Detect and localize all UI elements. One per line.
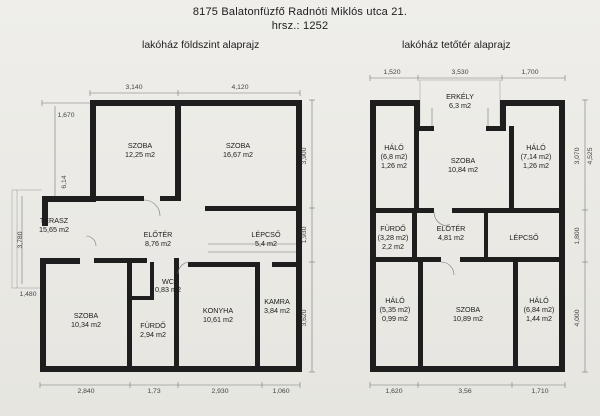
ground-room-szoba3-name: SZOBA	[74, 311, 99, 320]
attic-room-furdo-area: 2,2 m2	[382, 242, 404, 251]
attic-room-szoba1-area: 10,84 m2	[448, 165, 478, 174]
dim-bottom-1: 2,840	[77, 388, 94, 395]
ground-room-szoba2-area: 16,67 m2	[223, 150, 253, 159]
attic-room-eloter-name: ELŐTÉR	[437, 224, 466, 233]
attic-dim-right-3: 4,000	[574, 309, 581, 326]
address-line: 8175 Balatonfüzfő Radnóti Miklós utca 21…	[192, 6, 408, 18]
ground-room-terasz-name: TERASZ	[40, 216, 69, 225]
attic-room-halo4-sub: (6,84 m2)	[524, 305, 555, 314]
ground-room-szoba3-area: 10,34 m2	[71, 320, 101, 329]
dim-right-2: 1,930	[301, 226, 308, 243]
attic-room-eloter-area: 4,81 m2	[438, 233, 464, 242]
attic-room-halo4-area: 1,44 m2	[526, 314, 552, 323]
ground-room-szoba2-name: SZOBA	[226, 141, 251, 150]
parcel-number: hrsz.: 1252	[271, 20, 329, 32]
dim-terrace-side: 6,14	[61, 175, 68, 188]
attic-room-halo2-name: HÁLÓ	[526, 143, 546, 152]
attic-room-halo4-name: HÁLÓ	[529, 296, 549, 305]
ground-room-konyha-name: KONYHA	[203, 306, 234, 315]
ground-floor-title: lakóház földszint alaprajz	[142, 39, 260, 51]
attic-room-halo3-name: HÁLÓ	[385, 296, 405, 305]
dim-right-1: 3,900	[301, 147, 308, 164]
attic-room-halo1-sub: (6,8 m2)	[381, 152, 408, 161]
ground-room-wc-area: 0,83 m2	[155, 285, 181, 294]
dim-bottom-3: 2,930	[211, 388, 228, 395]
attic-dim-bottom-2: 3,56	[458, 388, 471, 395]
ground-room-wc-name: WC	[162, 277, 174, 286]
attic-room-halo1-name: HÁLÓ	[384, 143, 404, 152]
attic-room-lepcso-name: LÉPCSŐ	[509, 233, 539, 242]
dim-terrace-width: 3,780	[17, 231, 24, 248]
attic-room-furdo-sub: (3,28 m2)	[378, 233, 409, 242]
ground-room-lepcso-area: 5,4 m2	[255, 239, 277, 248]
ground-room-lepcso-name: LÉPCSŐ	[251, 230, 281, 239]
attic-dim-bottom-1: 1,620	[385, 388, 402, 395]
ground-room-furdo-name: FÜRDŐ	[140, 321, 166, 330]
attic-room-szoba2-name: SZOBA	[456, 305, 481, 314]
attic-dim-top-1: 1,520	[383, 69, 400, 76]
attic-dim-right-2: 1,800	[574, 227, 581, 244]
attic-floor-title: lakóház tetőtér alaprajz	[402, 39, 511, 51]
dim-right-3: 3,620	[301, 309, 308, 326]
ground-room-terasz-area: 15,65 m2	[39, 225, 69, 234]
dim-terrace-top: 1,670	[57, 112, 74, 119]
attic-dim-right-1: 3,070	[574, 147, 581, 164]
dim-bottom-left: 1,480	[19, 291, 36, 298]
attic-dim-right-small: 4,525	[587, 147, 594, 164]
attic-room-furdo-name: FÜRDŐ	[380, 224, 406, 233]
attic-dim-bottom-3: 1,710	[531, 388, 548, 395]
ground-floor-plan: 3,140 4,120 1,670 6,14 3,780 1,480 2,840…	[11, 84, 315, 395]
ground-room-furdo-area: 2,94 m2	[140, 330, 166, 339]
attic-dim-top-3: 1,700	[521, 69, 538, 76]
attic-room-halo3-area: 0,99 m2	[382, 314, 408, 323]
attic-room-halo3-sub: (5,35 m2)	[380, 305, 411, 314]
dim-top-2: 4,120	[231, 84, 248, 91]
attic-room-erkely-name: ERKÉLY	[446, 92, 474, 101]
attic-room-erkely-area: 6,3 m2	[449, 101, 471, 110]
attic-room-halo2-area: 1,26 m2	[523, 161, 549, 170]
dim-top-1: 3,140	[125, 84, 142, 91]
ground-room-eloter-area: 8,76 m2	[145, 239, 171, 248]
attic-dim-top-2: 3,530	[451, 69, 468, 76]
attic-floor-plan: 1,520 3,530 1,700 1,620 3,56 1,710 3,070…	[369, 69, 594, 395]
ground-room-szoba1-area: 12,25 m2	[125, 150, 155, 159]
dim-bottom-2: 1,73	[147, 388, 160, 395]
dim-bottom-4: 1,060	[272, 388, 289, 395]
attic-room-halo2-sub: (7,14 m2)	[521, 152, 552, 161]
attic-room-szoba2-area: 10,89 m2	[453, 314, 483, 323]
ground-room-eloter-name: ELŐTÉR	[144, 230, 173, 239]
ground-room-kamra-area: 3,84 m2	[264, 306, 290, 315]
ground-room-kamra-name: KAMRA	[264, 297, 290, 306]
ground-room-konyha-area: 10,61 m2	[203, 315, 233, 324]
ground-room-szoba1-name: SZOBA	[128, 141, 153, 150]
attic-room-szoba1-name: SZOBA	[451, 156, 476, 165]
attic-room-halo1-area: 1,26 m2	[381, 161, 407, 170]
